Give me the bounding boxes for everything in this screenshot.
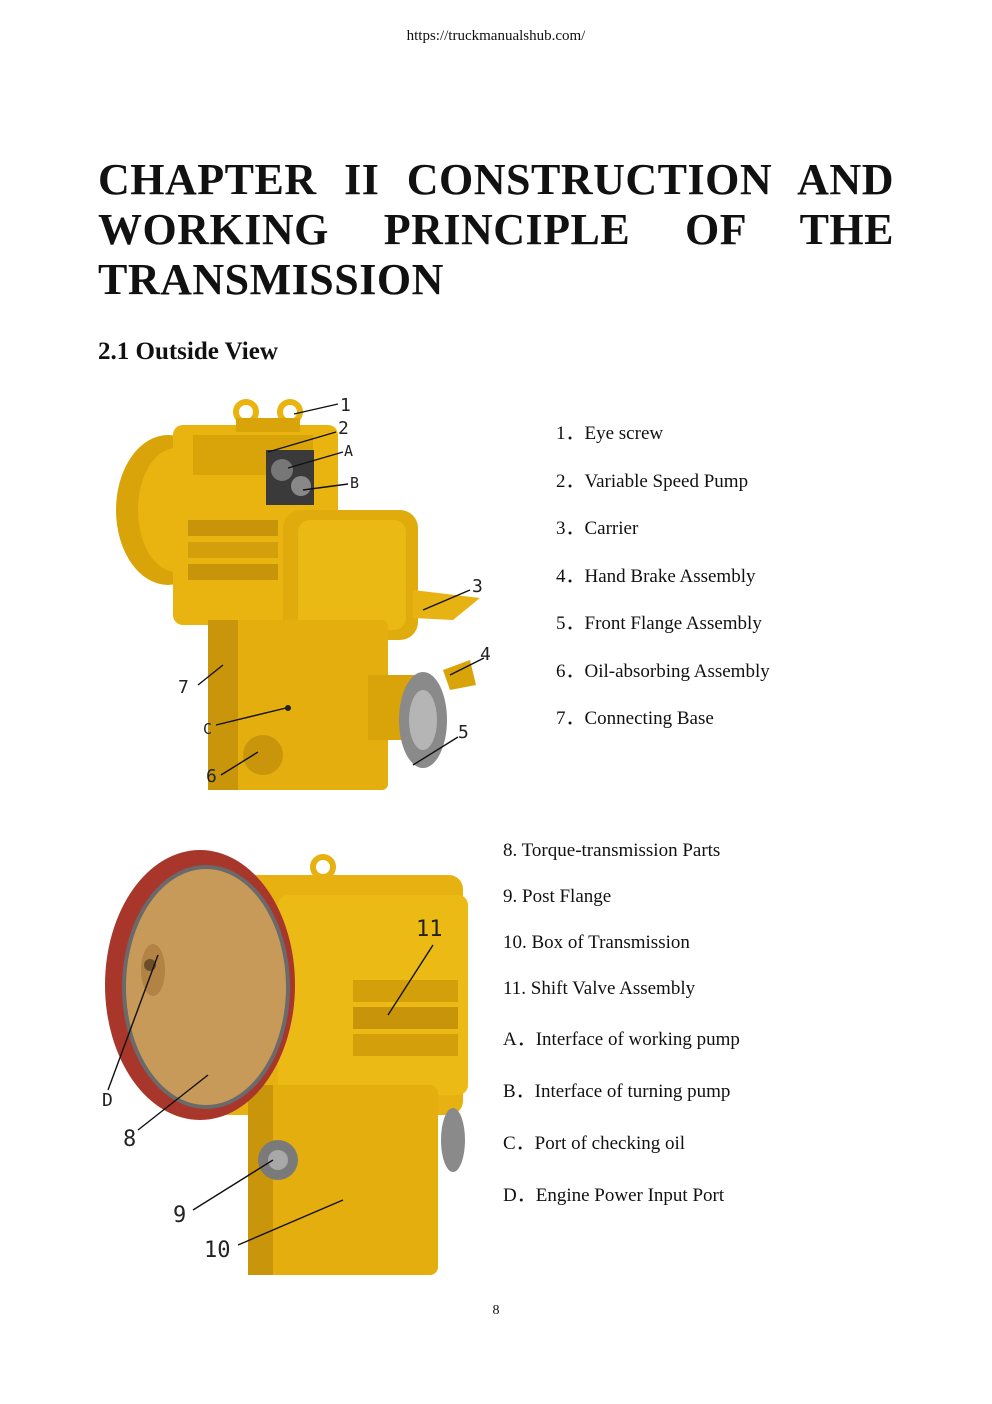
- transmission-rear-illustration: [105, 850, 468, 1275]
- legend-item-eye-screw: 1．Eye screw: [556, 423, 664, 444]
- header-url: https://truckmanualshub.com/: [406, 28, 586, 44]
- legend-item-engine-power-input-port: D．Engine Power Input Port: [503, 1185, 725, 1206]
- callout-9: 9: [173, 1203, 187, 1228]
- callout-c: C: [203, 720, 213, 738]
- legend-item-torque-transmission-parts: 8. Torque-transmission Parts: [503, 840, 721, 861]
- chapter-title: CHAPTER II CONSTRUCTION AND WORKING PRIN…: [98, 155, 894, 304]
- callout-d: D: [102, 1090, 113, 1111]
- callout-6: 6: [206, 766, 217, 787]
- callout-1: 1: [340, 395, 351, 416]
- legend-item-port-checking-oil: C．Port of checking oil: [503, 1133, 686, 1154]
- page-number: 8: [492, 1303, 500, 1318]
- callout-2: 2: [338, 418, 349, 439]
- legend-item-variable-speed-pump: 2．Variable Speed Pump: [556, 470, 749, 492]
- legend-item-hand-brake-assembly: 4．Hand Brake Assembly: [556, 565, 756, 587]
- callout-4: 4: [480, 644, 491, 665]
- legend-item-interface-turning-pump: B．Interface of turning pump: [503, 1081, 731, 1102]
- callout-7: 7: [178, 677, 189, 698]
- legend-item-shift-valve-assembly: 11. Shift Valve Assembly: [503, 978, 696, 999]
- transmission-front-photo: 1 2 A B 3 4 7 C 5 6: [98, 390, 498, 800]
- callout-8: 8: [123, 1127, 137, 1152]
- legend-figure-1: 1．Eye screw 2．Variable Speed Pump 3．Carr…: [556, 418, 770, 751]
- legend-item-carrier: 3．Carrier: [556, 518, 639, 539]
- callout-a: A: [344, 442, 354, 460]
- legend-figure-2: 8. Torque-transmission Parts 9. Post Fla…: [503, 840, 740, 1232]
- callout-10: 10: [204, 1238, 231, 1263]
- legend-item-front-flange-assembly: 5．Front Flange Assembly: [556, 613, 762, 634]
- callout-3: 3: [472, 576, 483, 597]
- legend-item-oil-absorbing-assembly: 6．Oil-absorbing Assembly: [556, 660, 770, 682]
- callout-b: B: [350, 474, 360, 492]
- legend-item-post-flange: 9. Post Flange: [503, 886, 612, 907]
- legend-item-interface-working-pump: A．Interface of working pump: [503, 1029, 740, 1050]
- transmission-rear-photo: 11 D 8 9 10: [98, 835, 488, 1285]
- section-title: 2.1 Outside View: [98, 338, 278, 365]
- callout-5: 5: [458, 722, 469, 743]
- legend-item-box-of-transmission: 10. Box of Transmission: [503, 932, 690, 953]
- callout-11: 11: [416, 917, 443, 942]
- legend-item-connecting-base: 7．Connecting Base: [556, 708, 714, 729]
- transmission-front-illustration: [116, 399, 485, 790]
